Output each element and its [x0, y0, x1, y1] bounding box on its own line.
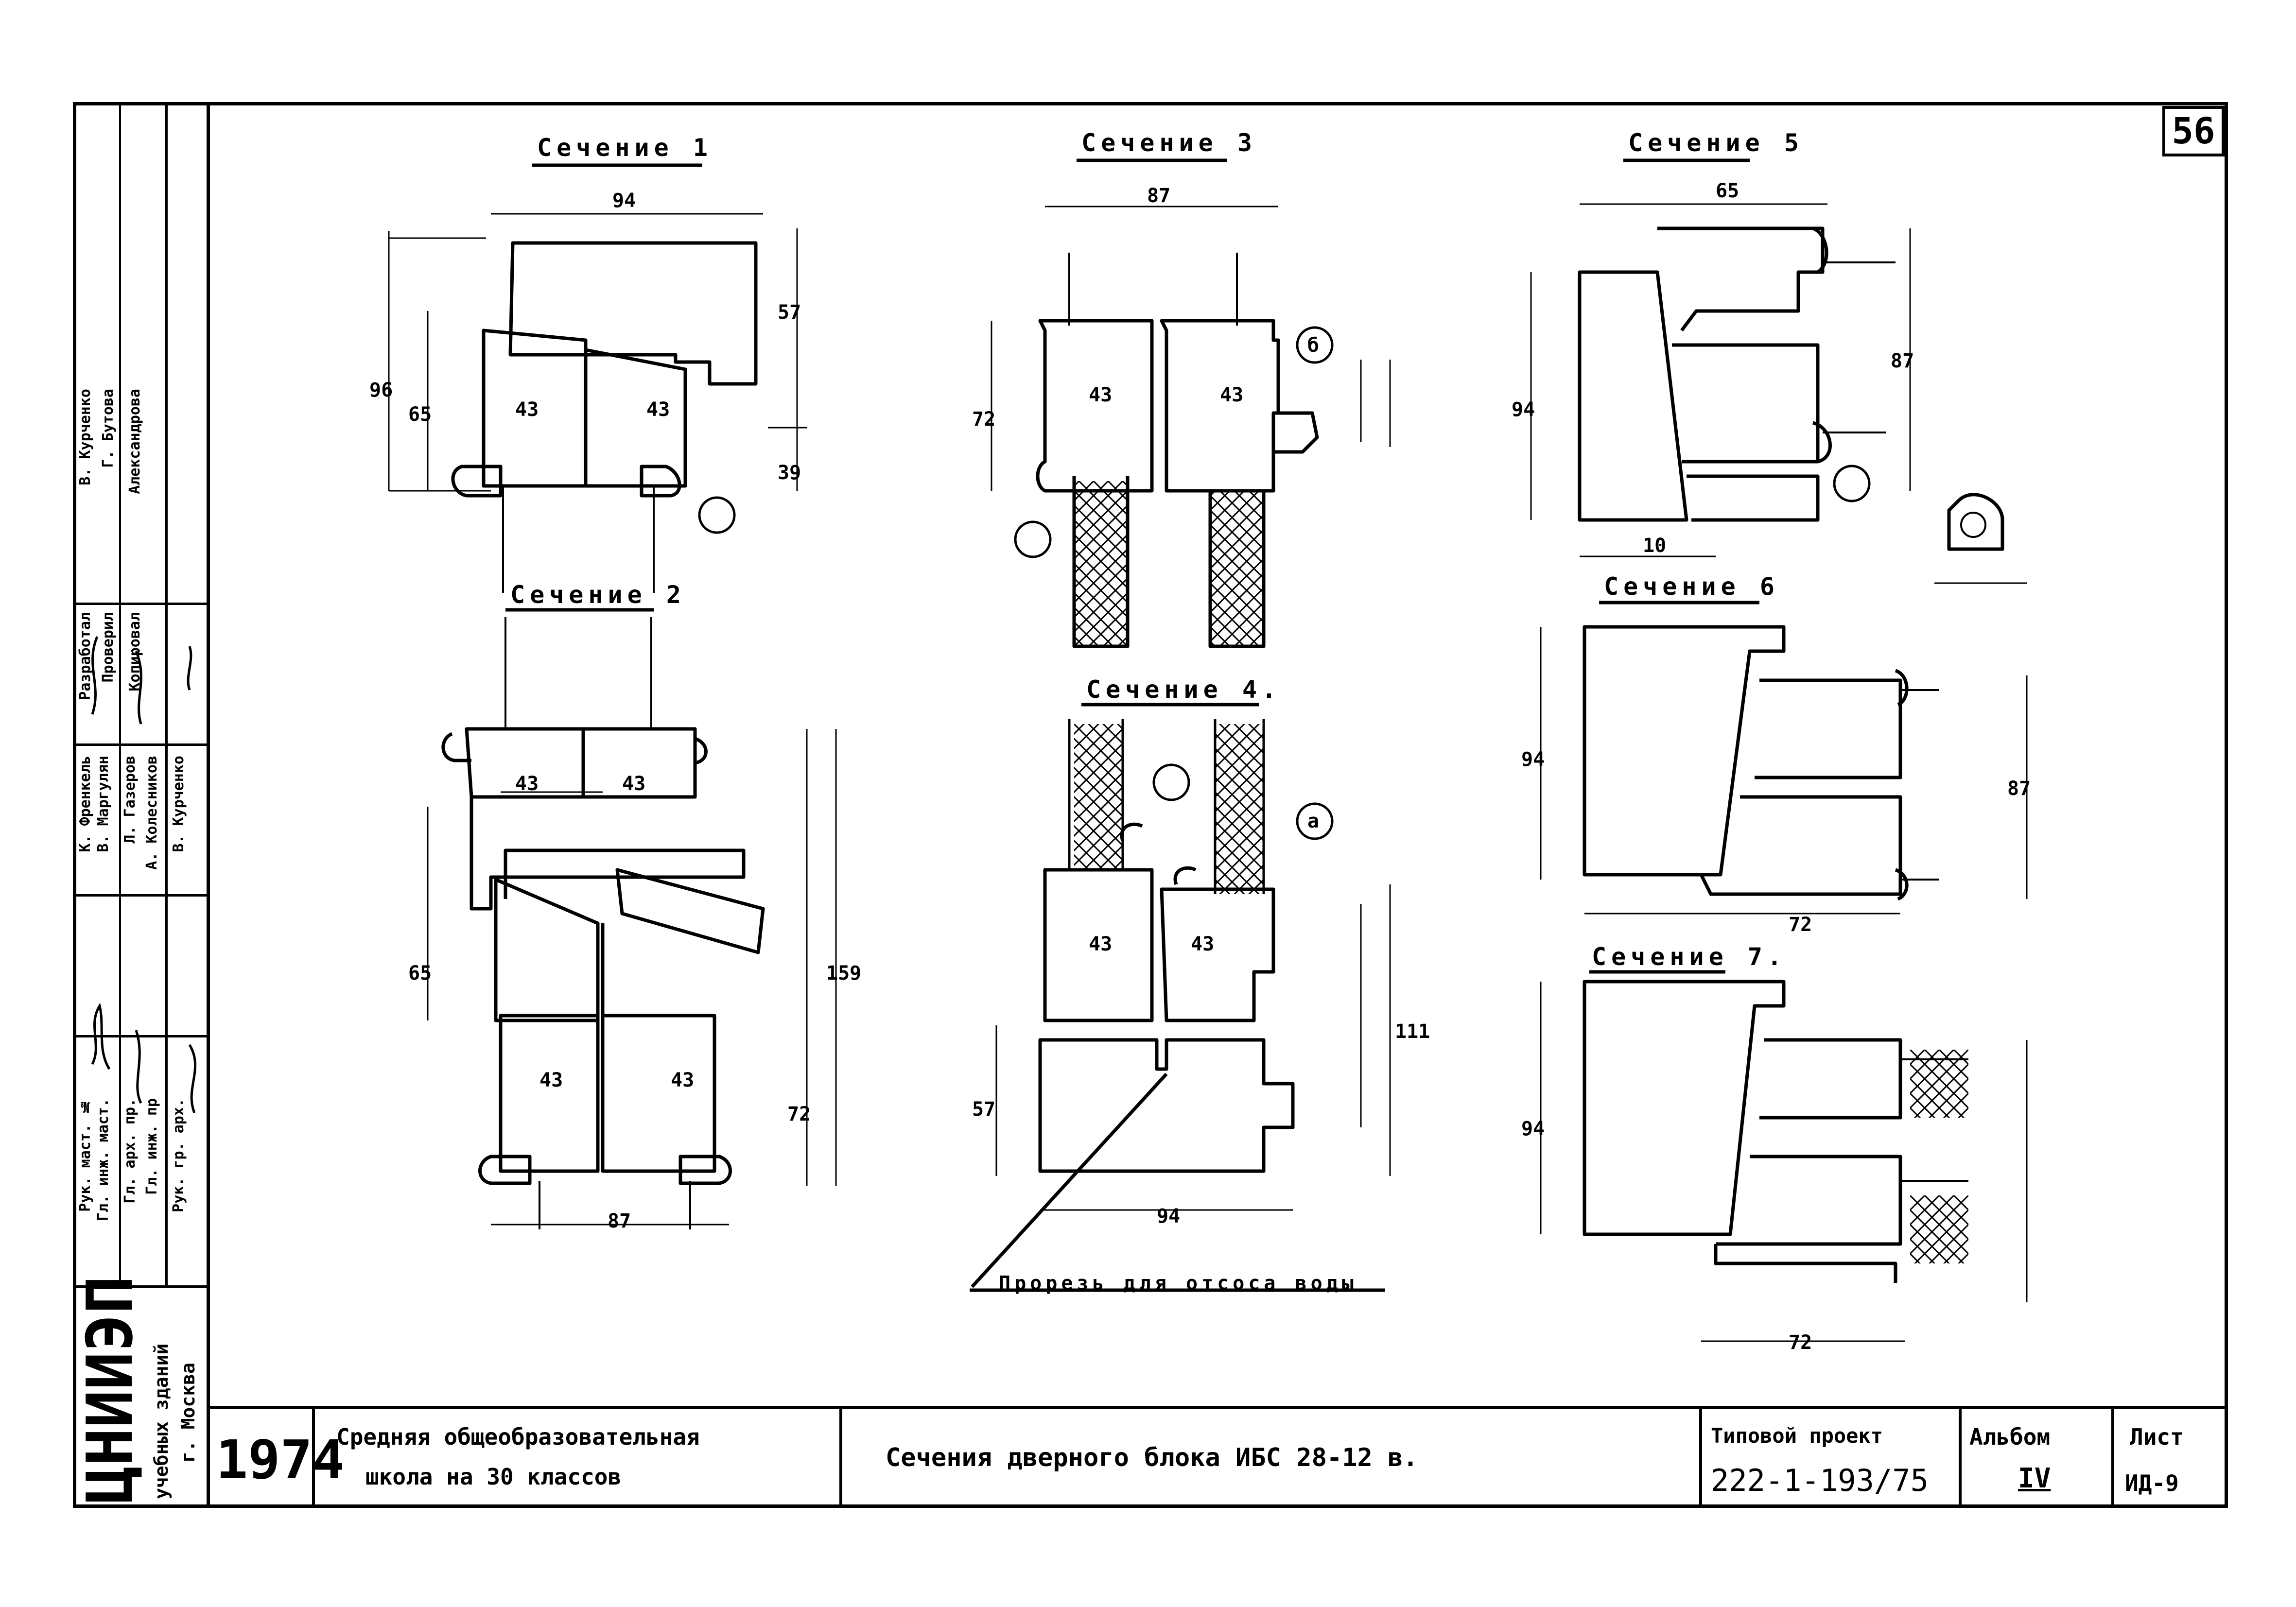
section-7-hatch-bottom — [1910, 1195, 1968, 1263]
dim-s5-94: 94 — [1512, 398, 1535, 421]
section-7-hatch-top — [1910, 1050, 1968, 1118]
dim-s1-43b: 43 — [646, 398, 670, 421]
dim-s7-94: 94 — [1521, 1118, 1545, 1140]
bottom-stamp: 1974 Средняя общеобразовательная школа н… — [210, 1406, 2228, 1508]
dim-s4-43b: 43 — [1191, 933, 1215, 955]
dim-s1-65: 65 — [408, 403, 432, 426]
dim-s7-72: 72 — [1789, 1331, 1812, 1354]
dim-s1-96: 96 — [369, 379, 393, 401]
stamp-sheet-label: Лист — [2130, 1424, 2184, 1450]
dim-s4-94: 94 — [1157, 1205, 1181, 1227]
section-2-title: Сечение 2 — [510, 581, 686, 609]
dim-s1-57: 57 — [778, 301, 801, 324]
section-4-title: Сечение 4. — [1086, 675, 1282, 704]
stamp-project-no: 222-1-193/75 — [1711, 1463, 1929, 1498]
stamp-sheet-code: ИД-9 — [2125, 1470, 2179, 1496]
stamp-album-label: Альбом — [1969, 1424, 2051, 1450]
stamp-object-line1: Средняя общеобразовательная — [336, 1424, 700, 1450]
section-1-drawing — [451, 241, 758, 593]
dim-s5-57: 10 — [1643, 535, 1667, 557]
section-7-title: Сечение 7. — [1592, 943, 1787, 971]
dim-s2-65: 65 — [408, 962, 432, 985]
section-3-hatch-left — [1074, 481, 1128, 646]
dim-s4-43a: 43 — [1089, 933, 1113, 955]
dim-s1-39: 39 — [778, 462, 801, 484]
dim-s2-43b: 43 — [622, 773, 646, 795]
sheet-number: 56 — [2162, 106, 2225, 156]
dim-s3-43a: 43 — [1089, 384, 1113, 406]
section-2-drawing — [441, 617, 765, 1229]
section-3-title: Сечение 3 — [1081, 129, 1257, 157]
left-stamp: ЦНИИЭП учебных зданий г. Москва Рук. мас… — [73, 102, 210, 1508]
dim-s6-72: 72 — [1789, 914, 1812, 936]
signatures-handwritten — [91, 636, 197, 1113]
section-5-drawing — [1578, 226, 2004, 551]
section-7-drawing — [1583, 980, 1968, 1283]
callout-s4-a: а — [1307, 810, 1320, 832]
stamp-drawing-title: Сечения дверного блока ИБС 28-12 в. — [886, 1443, 1418, 1472]
dim-s5-87: 87 — [1891, 350, 1914, 372]
dim-s4-57: 57 — [972, 1098, 996, 1121]
dim-s6-87: 87 — [2007, 778, 2031, 800]
dim-s4-111: 111 — [1395, 1020, 1430, 1043]
callout-s3-b: б — [1307, 334, 1320, 357]
dim-s3-87: 87 — [1147, 185, 1171, 207]
dim-s2-43d: 43 — [671, 1069, 695, 1091]
stamp-year: 1974 — [216, 1429, 345, 1491]
dim-s3-43b: 43 — [1220, 384, 1244, 406]
section-4-hatch-right — [1215, 724, 1264, 894]
dim-s2-43a: 43 — [515, 773, 539, 795]
dim-s5-65: 65 — [1716, 180, 1739, 202]
dim-s1-width: 94 — [612, 190, 636, 212]
section-6-drawing — [1583, 625, 1939, 901]
dim-s2-72: 72 — [787, 1103, 811, 1125]
section-5-title: Сечение 5 — [1628, 129, 1804, 157]
section-6-title: Сечение 6 — [1604, 572, 1779, 601]
dim-s1-43a: 43 — [515, 398, 539, 421]
stamp-album-no: IV — [2018, 1463, 2051, 1494]
section-3-drawing — [1014, 253, 1334, 648]
dim-s2-159: 159 — [826, 962, 862, 985]
drawing-frame — [73, 102, 2228, 1508]
dim-s2-43c: 43 — [539, 1069, 563, 1091]
section-1-title: Сечение 1 — [537, 134, 713, 162]
stamp-object-line2: школа на 30 классов — [365, 1464, 622, 1490]
dim-s3-72: 72 — [972, 408, 996, 431]
dim-s2-87: 87 — [608, 1210, 631, 1232]
section-4-hatch-left — [1074, 724, 1123, 870]
dim-s6-94: 94 — [1521, 748, 1545, 771]
stamp-project-label: Типовой проект — [1711, 1424, 1883, 1448]
section-3-hatch-right — [1210, 491, 1264, 646]
